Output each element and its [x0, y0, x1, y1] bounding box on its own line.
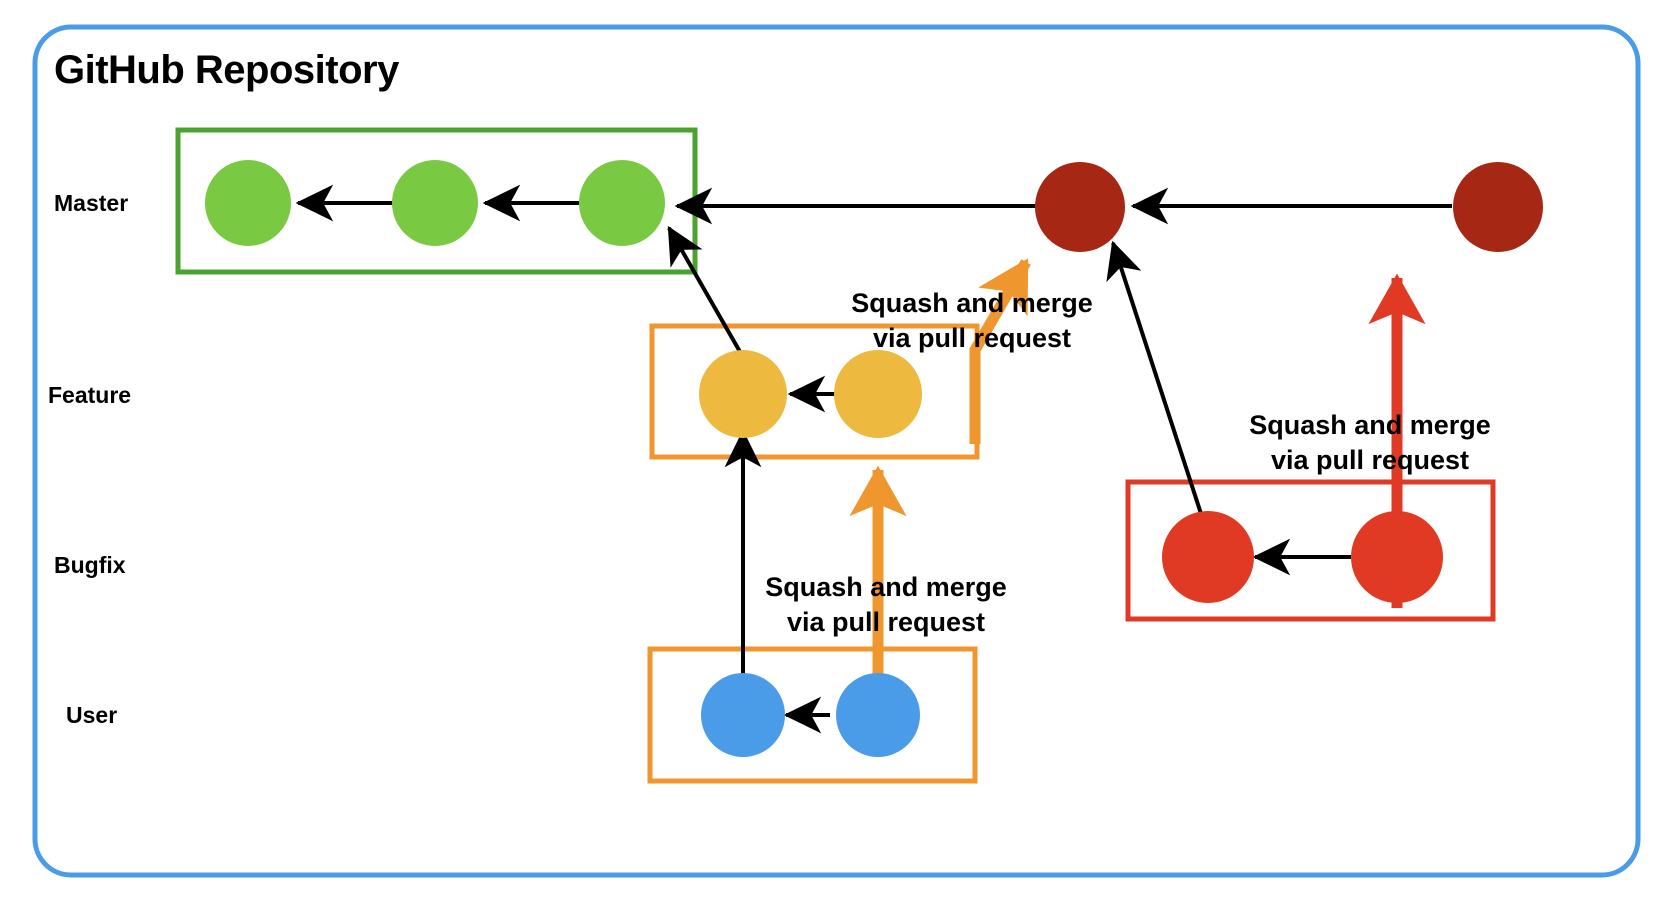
user-commit-1[interactable]: [701, 673, 785, 757]
master-commit-1[interactable]: [205, 160, 291, 246]
lane-label-user: User: [66, 702, 118, 728]
repository-frame: [32, 24, 1641, 878]
master-commit-2[interactable]: [392, 160, 478, 246]
merge-label-feature-to-master: Squash and merge via pull request: [851, 288, 1093, 353]
feature-commit-2[interactable]: [834, 350, 922, 438]
bugfix-parent-to-master: [1106, 240, 1207, 527]
master-squashed-bugfix-commit[interactable]: [1453, 162, 1543, 252]
lane-label-bugfix: Bugfix: [54, 552, 126, 578]
feature-parent-to-master: [667, 225, 745, 358]
bugfix-commit-2[interactable]: [1351, 511, 1443, 603]
bugfix-branch-box: [1125, 479, 1496, 622]
merge-label-bugfix-to-master: Squash and merge via pull request: [1249, 410, 1491, 475]
lane-label-master: Master: [54, 190, 129, 216]
user-commit-2[interactable]: [836, 673, 920, 757]
merge-label-user-to-feature: Squash and merge via pull request: [765, 572, 1007, 637]
master-squashed-feature-commit[interactable]: [1035, 162, 1125, 252]
master-commit-3[interactable]: [579, 160, 665, 246]
page-title: GitHub Repository: [54, 48, 399, 92]
feature-to-master-merge-arrow: [969, 258, 1031, 444]
lane-label-feature: Feature: [48, 382, 132, 408]
user-branch-box: [647, 646, 978, 784]
feature-commit-1[interactable]: [699, 350, 787, 438]
bugfix-commit-1[interactable]: [1162, 511, 1254, 603]
